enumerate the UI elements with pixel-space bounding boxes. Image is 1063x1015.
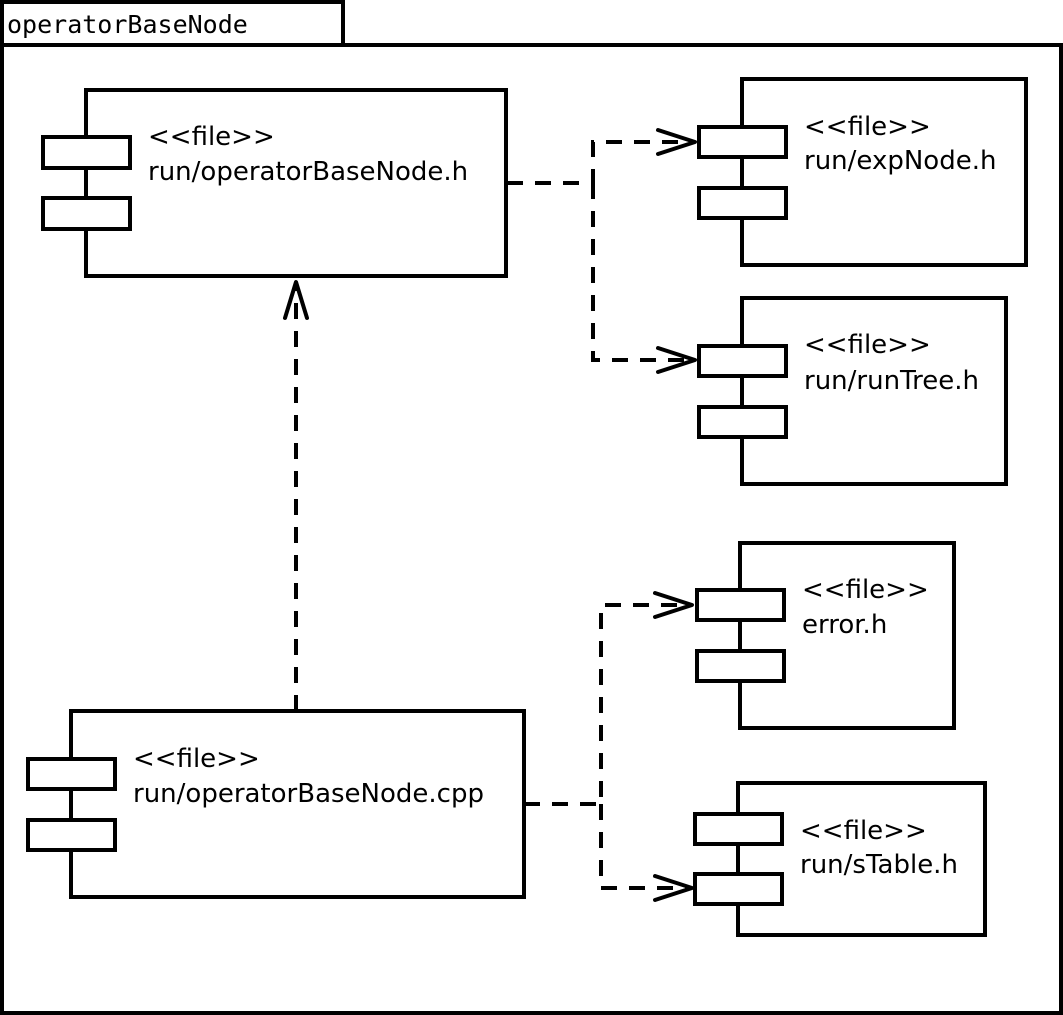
component-operatorBaseNode-cpp: <<file>> run/operatorBaseNode.cpp: [26, 709, 526, 899]
component-stereotype: <<file>>: [148, 122, 275, 152]
component-port-icon: [41, 196, 132, 231]
component-name: run/operatorBaseNode.cpp: [133, 779, 484, 809]
component-body: [69, 709, 526, 899]
dependency-cpp-to-h: [283, 280, 309, 711]
component-port-icon: [697, 405, 788, 439]
package-title: operatorBaseNode: [7, 10, 248, 39]
package-tab: [0, 0, 345, 45]
component-body: [84, 88, 508, 278]
dependency-h-to-expNode: [507, 128, 697, 185]
component-name: run/expNode.h: [804, 146, 996, 176]
component-stereotype: <<file>>: [133, 744, 260, 774]
component-port-icon: [695, 649, 786, 683]
arrowhead-icon: [656, 346, 697, 374]
component-port-icon: [697, 186, 788, 220]
component-name: run/sTable.h: [800, 850, 958, 880]
dependency-h-to-runTree: [591, 183, 697, 374]
arrowhead-icon: [653, 591, 694, 619]
component-body: [740, 296, 1008, 486]
component-stereotype: <<file>>: [802, 575, 929, 605]
arrowhead-icon: [653, 874, 694, 902]
package-body: [0, 43, 1063, 1015]
arrowhead-icon: [283, 280, 309, 320]
component-port-icon: [697, 344, 788, 378]
component-body: [740, 77, 1028, 267]
dependency-line: [507, 140, 695, 185]
component-port-icon: [26, 757, 117, 791]
component-port-icon: [695, 588, 786, 622]
component-expNode-h: <<file>> run/expNode.h: [697, 77, 1028, 267]
dependency-cpp-to-sTable: [599, 804, 694, 902]
dependency-line: [524, 603, 692, 806]
component-runTree-h: <<file>> run/runTree.h: [697, 296, 1008, 486]
component-name: error.h: [802, 610, 887, 640]
component-sTable-h: <<file>> run/sTable.h: [693, 781, 987, 937]
component-body: [738, 541, 956, 730]
component-port-icon: [697, 125, 788, 159]
arrowhead-icon: [656, 128, 697, 156]
component-stereotype: <<file>>: [800, 816, 927, 846]
component-stereotype: <<file>>: [804, 112, 931, 142]
component-operatorBaseNode-h: <<file>> run/operatorBaseNode.h: [41, 88, 508, 278]
component-name: run/runTree.h: [804, 366, 979, 396]
component-stereotype: <<file>>: [804, 330, 931, 360]
component-body: [736, 781, 987, 937]
component-error-h: <<file>> error.h: [695, 541, 956, 730]
dependency-line: [599, 804, 692, 890]
dependency-cpp-to-error: [524, 591, 694, 806]
dependency-line: [591, 183, 695, 362]
component-port-icon: [693, 872, 784, 906]
component-port-icon: [41, 135, 132, 170]
component-port-icon: [693, 812, 784, 846]
component-name: run/operatorBaseNode.h: [148, 157, 468, 187]
component-port-icon: [26, 818, 117, 852]
